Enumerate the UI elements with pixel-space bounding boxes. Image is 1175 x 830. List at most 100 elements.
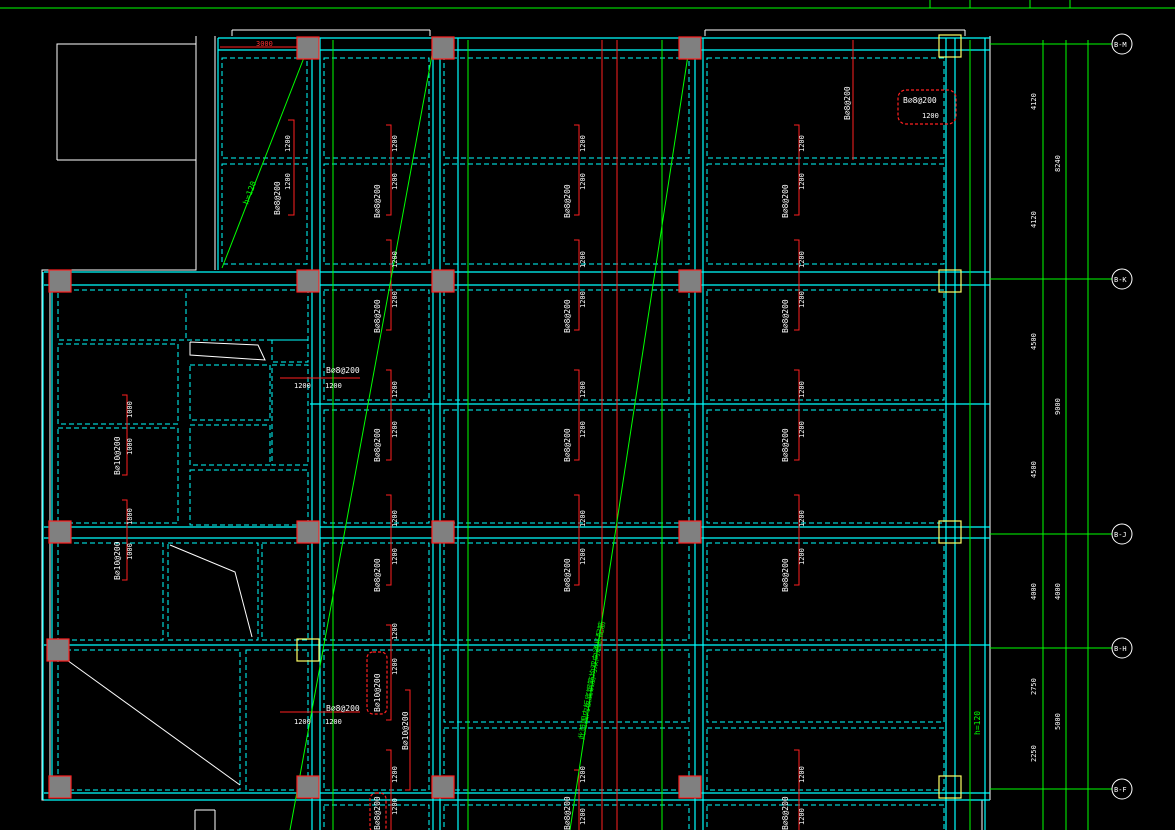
len-label: 1200	[579, 291, 587, 308]
len-label: 1200	[798, 291, 806, 308]
revision-clouds	[366, 89, 957, 830]
len-label: 1200	[798, 251, 806, 268]
len-label: 1200	[284, 173, 292, 190]
dimension-texts: 4120 4120 8240 4500 4500 9000 4000 4000 …	[1030, 93, 1062, 762]
len-label: 1200	[579, 173, 587, 190]
column	[938, 34, 962, 58]
callout-rebar-2: B⌀8@200	[326, 366, 360, 375]
len-label: 1200	[798, 173, 806, 190]
len-label: 1200	[579, 766, 587, 783]
callout-len-2a: 1200	[294, 382, 311, 390]
column	[296, 269, 320, 293]
callout-rebar-3: B⌀8@200	[326, 704, 360, 713]
len-label: 1200	[391, 766, 399, 783]
column	[296, 36, 320, 60]
rebar-label: B⌀8@200	[563, 428, 572, 462]
rebar-label: B⌀10@200	[113, 436, 122, 475]
column	[938, 775, 962, 799]
column	[48, 520, 72, 544]
rebar-label: B⌀8@200	[563, 558, 572, 592]
wall-outline	[41, 29, 991, 830]
len-label: 1200	[579, 510, 587, 527]
column	[431, 775, 455, 799]
callout-len-1: 1200	[922, 112, 939, 120]
len-label: 1200	[579, 548, 587, 565]
len-label: 1200	[391, 548, 399, 565]
axis-lines	[221, 40, 1112, 830]
len-label: 1200	[798, 510, 806, 527]
dim-2250: 2250	[1030, 745, 1038, 762]
len-label: 1200	[798, 808, 806, 825]
rebar-label: B⌀8@200	[781, 558, 790, 592]
axis-label-h: B-H	[1114, 645, 1127, 653]
column	[678, 520, 702, 544]
len-label: 1200	[391, 421, 399, 438]
column	[938, 269, 962, 293]
len-label: 1200	[579, 135, 587, 152]
rebar-label: B⌀8@200	[563, 299, 572, 333]
rebar-label: B⌀10@200	[373, 673, 382, 712]
dim-4120-a: 4120	[1030, 93, 1038, 110]
len-label: 1200	[391, 658, 399, 675]
len-label: 1200	[579, 381, 587, 398]
column-group	[46, 34, 962, 799]
rebar-label: B⌀8@200	[373, 184, 382, 218]
rebar-label: B⌀8@200	[563, 796, 572, 830]
len-label: 1200	[391, 173, 399, 190]
len-label: 1200	[579, 421, 587, 438]
rebar-label: B⌀8@200	[373, 299, 382, 333]
column	[46, 638, 70, 662]
dim-5000: 5000	[1054, 713, 1062, 730]
column	[678, 269, 702, 293]
slope-label-a: h=120	[241, 180, 258, 206]
len-label: 1200	[391, 135, 399, 152]
dim-9000: 9000	[1054, 398, 1062, 415]
dim-4500-a: 4500	[1030, 333, 1038, 350]
len-label: 1200	[798, 135, 806, 152]
rebar-label: B⌀10@200	[113, 541, 122, 580]
length-label-group: 1200 1200 1200 1200 1200 1200 1200 1200 …	[126, 135, 806, 825]
rebar-lines	[122, 40, 854, 830]
len-label: 1000	[126, 438, 134, 455]
rebar-label: B⌀8@200	[843, 86, 852, 120]
column	[48, 775, 72, 799]
len-label: 1200	[391, 510, 399, 527]
dim-4120-b: 4120	[1030, 211, 1038, 228]
title-block	[0, 0, 1175, 9]
column	[938, 520, 962, 544]
len-label: 1200	[798, 381, 806, 398]
len-label: 1000	[126, 401, 134, 418]
rebar-label: B⌀8@200	[373, 558, 382, 592]
callout-rebar-1: B⌀8@200	[903, 96, 937, 105]
shaft-outlines	[59, 341, 266, 786]
dim-4000-b: 4000	[1054, 583, 1062, 600]
column	[678, 775, 702, 799]
slope-label-b: h=120	[973, 711, 982, 735]
len-label: 1200	[391, 798, 399, 815]
column	[678, 36, 702, 60]
axis-label-f: B-F	[1114, 786, 1127, 794]
len-label: 1200	[579, 808, 587, 825]
column	[296, 775, 320, 799]
top-dim-3000: 3000	[256, 40, 273, 48]
len-label: 1200	[798, 421, 806, 438]
len-label: 1200	[391, 623, 399, 640]
rebar-label: B⌀8@200	[781, 796, 790, 830]
len-label: 1000	[126, 543, 134, 560]
axis-bubbles	[1111, 33, 1133, 800]
len-label: 1200	[391, 381, 399, 398]
column	[48, 269, 72, 293]
len-label: 1200	[798, 548, 806, 565]
dim-4000-a: 4000	[1030, 583, 1038, 600]
len-label: 1200	[391, 251, 399, 268]
len-label: 1200	[284, 135, 292, 152]
rebar-label: B⌀10@200	[401, 711, 410, 750]
rebar-label: B⌀8@200	[781, 299, 790, 333]
len-label: 1200	[579, 251, 587, 268]
column	[431, 520, 455, 544]
rebar-label-group: B⌀8@200 B⌀8@200 B⌀8@200 B⌀8@200 B⌀8@200 …	[113, 86, 852, 830]
slab-outlines	[57, 57, 945, 830]
axis-label-j: B-J	[1114, 531, 1127, 539]
len-label: 1800	[126, 508, 134, 525]
